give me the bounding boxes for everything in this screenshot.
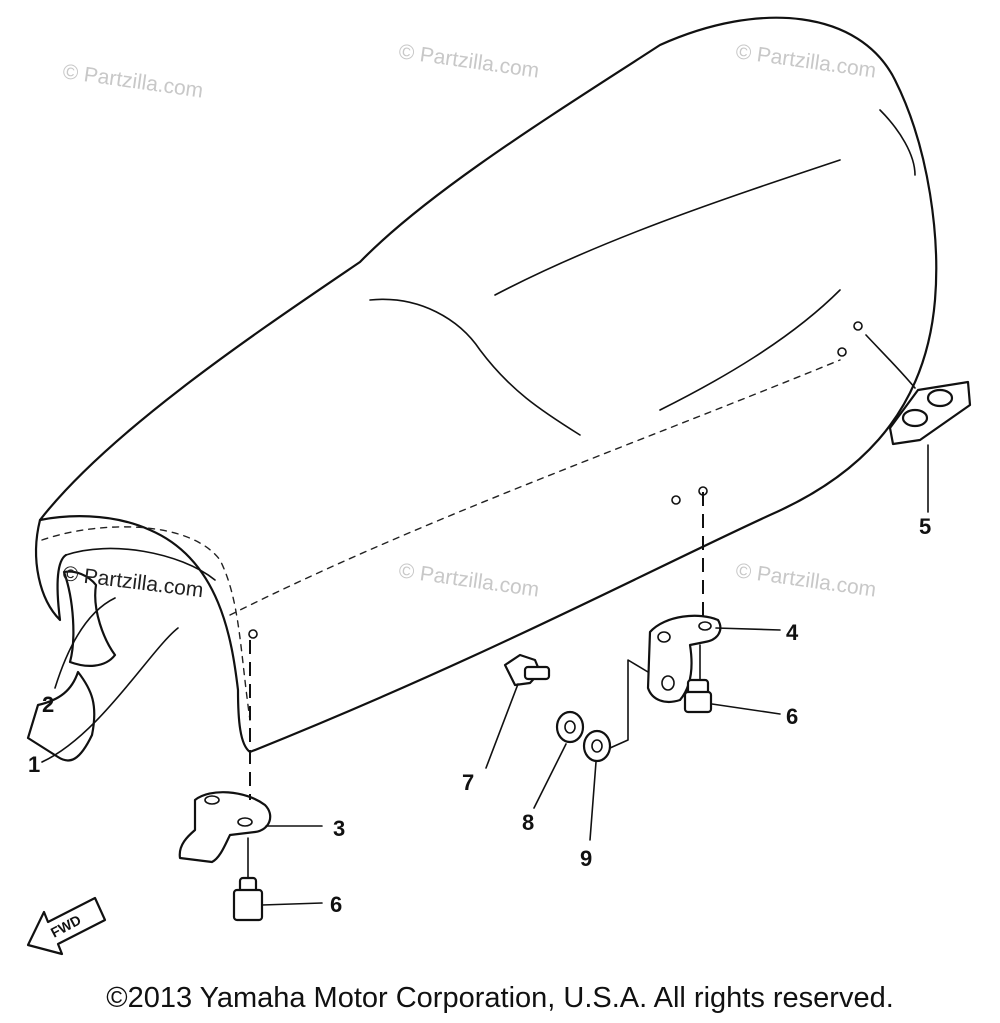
fwd-arrow-icon: FWD	[26, 896, 107, 956]
watermark: © Partzilla.com	[734, 559, 877, 601]
callout-6-upper: 6	[786, 704, 798, 729]
leader-line	[41, 627, 179, 763]
callout-1: 1	[28, 752, 40, 777]
leader-line	[865, 334, 916, 389]
part-4-bracket	[646, 614, 722, 704]
callout-2: 2	[42, 692, 54, 717]
watermark: © Partzilla.com	[61, 60, 204, 102]
part-6-nut-lower	[232, 876, 264, 922]
watermark: © Partzilla.com	[734, 40, 877, 82]
callout-9: 9	[580, 846, 592, 871]
leader-line	[261, 902, 323, 906]
leader-line	[589, 761, 597, 841]
leader-line	[485, 683, 519, 769]
seat-body	[34, 16, 938, 754]
part-7-bolt	[503, 653, 551, 687]
callout-5: 5	[919, 514, 931, 539]
copyright-notice: ©2013 Yamaha Motor Corporation, U.S.A. A…	[106, 982, 894, 1014]
callout-6-lower: 6	[330, 892, 342, 917]
part-9-washer	[582, 729, 612, 763]
leader-line	[711, 703, 781, 715]
part-6-nut-upper	[683, 678, 713, 714]
leader-line	[54, 597, 116, 689]
callout-4: 4	[786, 620, 799, 645]
leader-line	[715, 627, 781, 631]
part-1-seat-strip	[26, 670, 96, 762]
callout-7: 7	[462, 770, 474, 795]
part-3-bracket	[178, 791, 272, 864]
callout-8: 8	[522, 810, 534, 835]
part-8-washer	[555, 710, 585, 744]
leader-line	[533, 743, 567, 809]
watermark: © Partzilla.com	[397, 40, 540, 82]
part-5-clip-nut	[888, 380, 972, 446]
callout-3: 3	[333, 816, 345, 841]
assembly-line	[609, 659, 649, 749]
watermark: © Partzilla.com	[397, 559, 540, 601]
